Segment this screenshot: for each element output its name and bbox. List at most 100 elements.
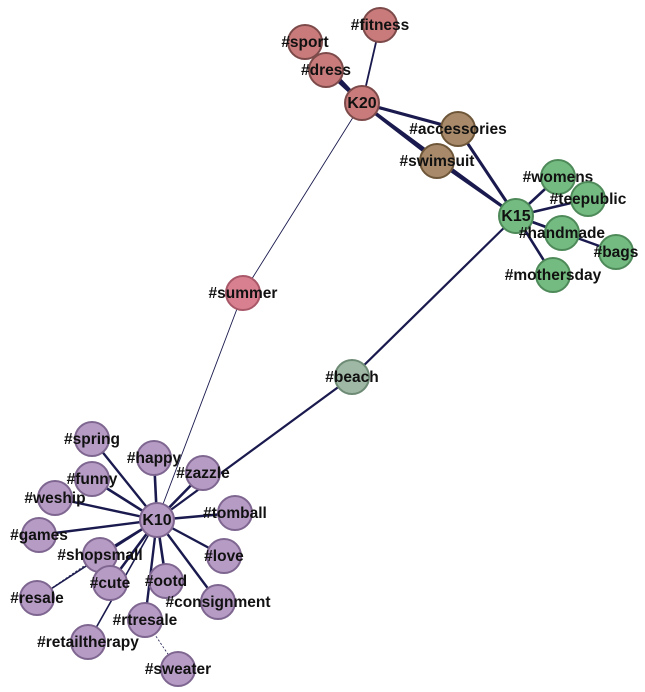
node-label-handmade: #handmade bbox=[519, 225, 606, 242]
node-label-beach: #beach bbox=[325, 369, 378, 386]
node-circle-love[interactable] bbox=[206, 538, 242, 574]
node-label-K20: K20 bbox=[347, 95, 376, 112]
node-cute[interactable]: #cute bbox=[90, 565, 131, 601]
node-label-summer: #summer bbox=[209, 285, 278, 302]
node-label-K10: K10 bbox=[142, 512, 171, 529]
node-label-tomball: #tomball bbox=[203, 505, 267, 522]
node-beach[interactable]: #beach bbox=[325, 359, 379, 395]
node-funny[interactable]: #funny bbox=[67, 461, 118, 497]
node-label-cute: #cute bbox=[90, 575, 131, 592]
node-handmade[interactable]: #handmade bbox=[519, 215, 606, 251]
node-fitness[interactable]: #fitness bbox=[351, 7, 410, 43]
node-circle-consignment[interactable] bbox=[200, 584, 236, 620]
node-circle-resale[interactable] bbox=[19, 580, 55, 616]
node-label-shopsmall: #shopsmall bbox=[57, 547, 142, 564]
node-label-fitness: #fitness bbox=[351, 17, 410, 34]
node-circle-spring[interactable] bbox=[74, 421, 110, 457]
node-circle-funny[interactable] bbox=[74, 461, 110, 497]
node-sport[interactable]: #sport bbox=[281, 24, 329, 60]
node-label-sport: #sport bbox=[281, 34, 328, 51]
node-games[interactable]: #games bbox=[10, 517, 68, 553]
node-summer[interactable]: #summer bbox=[209, 275, 278, 311]
node-shopsmall[interactable]: #shopsmall bbox=[57, 537, 143, 573]
node-circle-beach[interactable] bbox=[334, 359, 370, 395]
node-retailtherapy[interactable]: #retailtherapy bbox=[37, 624, 139, 660]
node-circle-ootd[interactable] bbox=[148, 563, 184, 599]
edge-beach-K10 bbox=[155, 375, 354, 522]
node-label-bags: #bags bbox=[594, 244, 639, 261]
node-label-swimsuit: #swimsuit bbox=[400, 153, 475, 170]
node-circle-weship[interactable] bbox=[37, 480, 73, 516]
node-label-rtresale: #rtresale bbox=[113, 612, 178, 629]
node-circle-womens[interactable] bbox=[540, 159, 576, 195]
node-ootd[interactable]: #ootd bbox=[145, 563, 187, 599]
edge-summer-K10 bbox=[156, 292, 244, 521]
node-accessories[interactable]: #accessories bbox=[409, 111, 507, 147]
node-circle-swimsuit[interactable] bbox=[419, 143, 455, 179]
edge-K20-summer bbox=[242, 102, 363, 294]
node-mothersday[interactable]: #mothersday bbox=[505, 257, 602, 293]
node-circle-dress[interactable] bbox=[308, 52, 344, 88]
node-label-womens: #womens bbox=[523, 169, 594, 186]
node-zazzle[interactable]: #zazzle bbox=[176, 455, 230, 491]
node-circle-K15[interactable] bbox=[498, 198, 534, 234]
node-sweater[interactable]: #sweater bbox=[145, 651, 211, 687]
node-label-resale: #resale bbox=[10, 590, 64, 607]
node-circle-K10[interactable] bbox=[139, 502, 175, 538]
node-label-ootd: #ootd bbox=[145, 573, 187, 590]
node-circle-bags[interactable] bbox=[598, 234, 634, 270]
node-circle-mothersday[interactable] bbox=[535, 257, 571, 293]
node-label-weship: #weship bbox=[24, 490, 85, 507]
node-label-consignment: #consignment bbox=[165, 594, 270, 611]
node-consignment[interactable]: #consignment bbox=[165, 584, 271, 620]
node-circle-K20[interactable] bbox=[344, 85, 380, 121]
node-swimsuit[interactable]: #swimsuit bbox=[400, 143, 475, 179]
node-tomball[interactable]: #tomball bbox=[203, 495, 267, 531]
edge-K10-games bbox=[37, 518, 159, 537]
node-K20[interactable]: K20 bbox=[344, 85, 380, 121]
node-label-dress: #dress bbox=[301, 62, 351, 79]
node-label-games: #games bbox=[10, 527, 68, 544]
node-love[interactable]: #love bbox=[204, 538, 244, 574]
node-circle-summer[interactable] bbox=[225, 275, 261, 311]
node-label-mothersday: #mothersday bbox=[505, 267, 602, 284]
node-label-sweater: #sweater bbox=[145, 661, 211, 678]
node-bags[interactable]: #bags bbox=[594, 234, 639, 270]
node-label-accessories: #accessories bbox=[409, 121, 506, 138]
edge-K15-beach bbox=[350, 214, 518, 379]
node-rtresale[interactable]: #rtresale bbox=[113, 602, 178, 638]
node-circle-tomball[interactable] bbox=[217, 495, 253, 531]
node-label-funny: #funny bbox=[67, 471, 118, 488]
node-label-zazzle: #zazzle bbox=[176, 465, 230, 482]
node-happy[interactable]: #happy bbox=[127, 440, 182, 476]
node-circle-happy[interactable] bbox=[136, 440, 172, 476]
node-label-K15: K15 bbox=[501, 208, 530, 225]
node-circle-teepublic[interactable] bbox=[570, 181, 606, 217]
node-resale[interactable]: #resale bbox=[10, 580, 64, 616]
node-label-happy: #happy bbox=[127, 450, 182, 467]
node-circle-fitness[interactable] bbox=[362, 7, 398, 43]
node-circle-sweater[interactable] bbox=[160, 651, 196, 687]
node-label-teepublic: #teepublic bbox=[550, 191, 627, 208]
node-circle-games[interactable] bbox=[21, 517, 57, 553]
node-circle-handmade[interactable] bbox=[544, 215, 580, 251]
node-circle-zazzle[interactable] bbox=[185, 455, 221, 491]
node-weship[interactable]: #weship bbox=[24, 480, 86, 516]
node-label-love: #love bbox=[204, 548, 244, 565]
node-K10[interactable]: K10 bbox=[139, 502, 175, 538]
node-K15[interactable]: K15 bbox=[498, 198, 534, 234]
node-circle-sport[interactable] bbox=[287, 24, 323, 60]
node-spring[interactable]: #spring bbox=[64, 421, 120, 457]
node-teepublic[interactable]: #teepublic bbox=[550, 181, 627, 217]
node-dress[interactable]: #dress bbox=[301, 52, 351, 88]
node-circle-accessories[interactable] bbox=[440, 111, 476, 147]
node-circle-rtresale[interactable] bbox=[127, 602, 163, 638]
node-circle-cute[interactable] bbox=[92, 565, 128, 601]
node-womens[interactable]: #womens bbox=[523, 159, 594, 195]
node-label-retailtherapy: #retailtherapy bbox=[37, 634, 139, 651]
node-label-spring: #spring bbox=[64, 431, 120, 448]
node-circle-retailtherapy[interactable] bbox=[70, 624, 106, 660]
